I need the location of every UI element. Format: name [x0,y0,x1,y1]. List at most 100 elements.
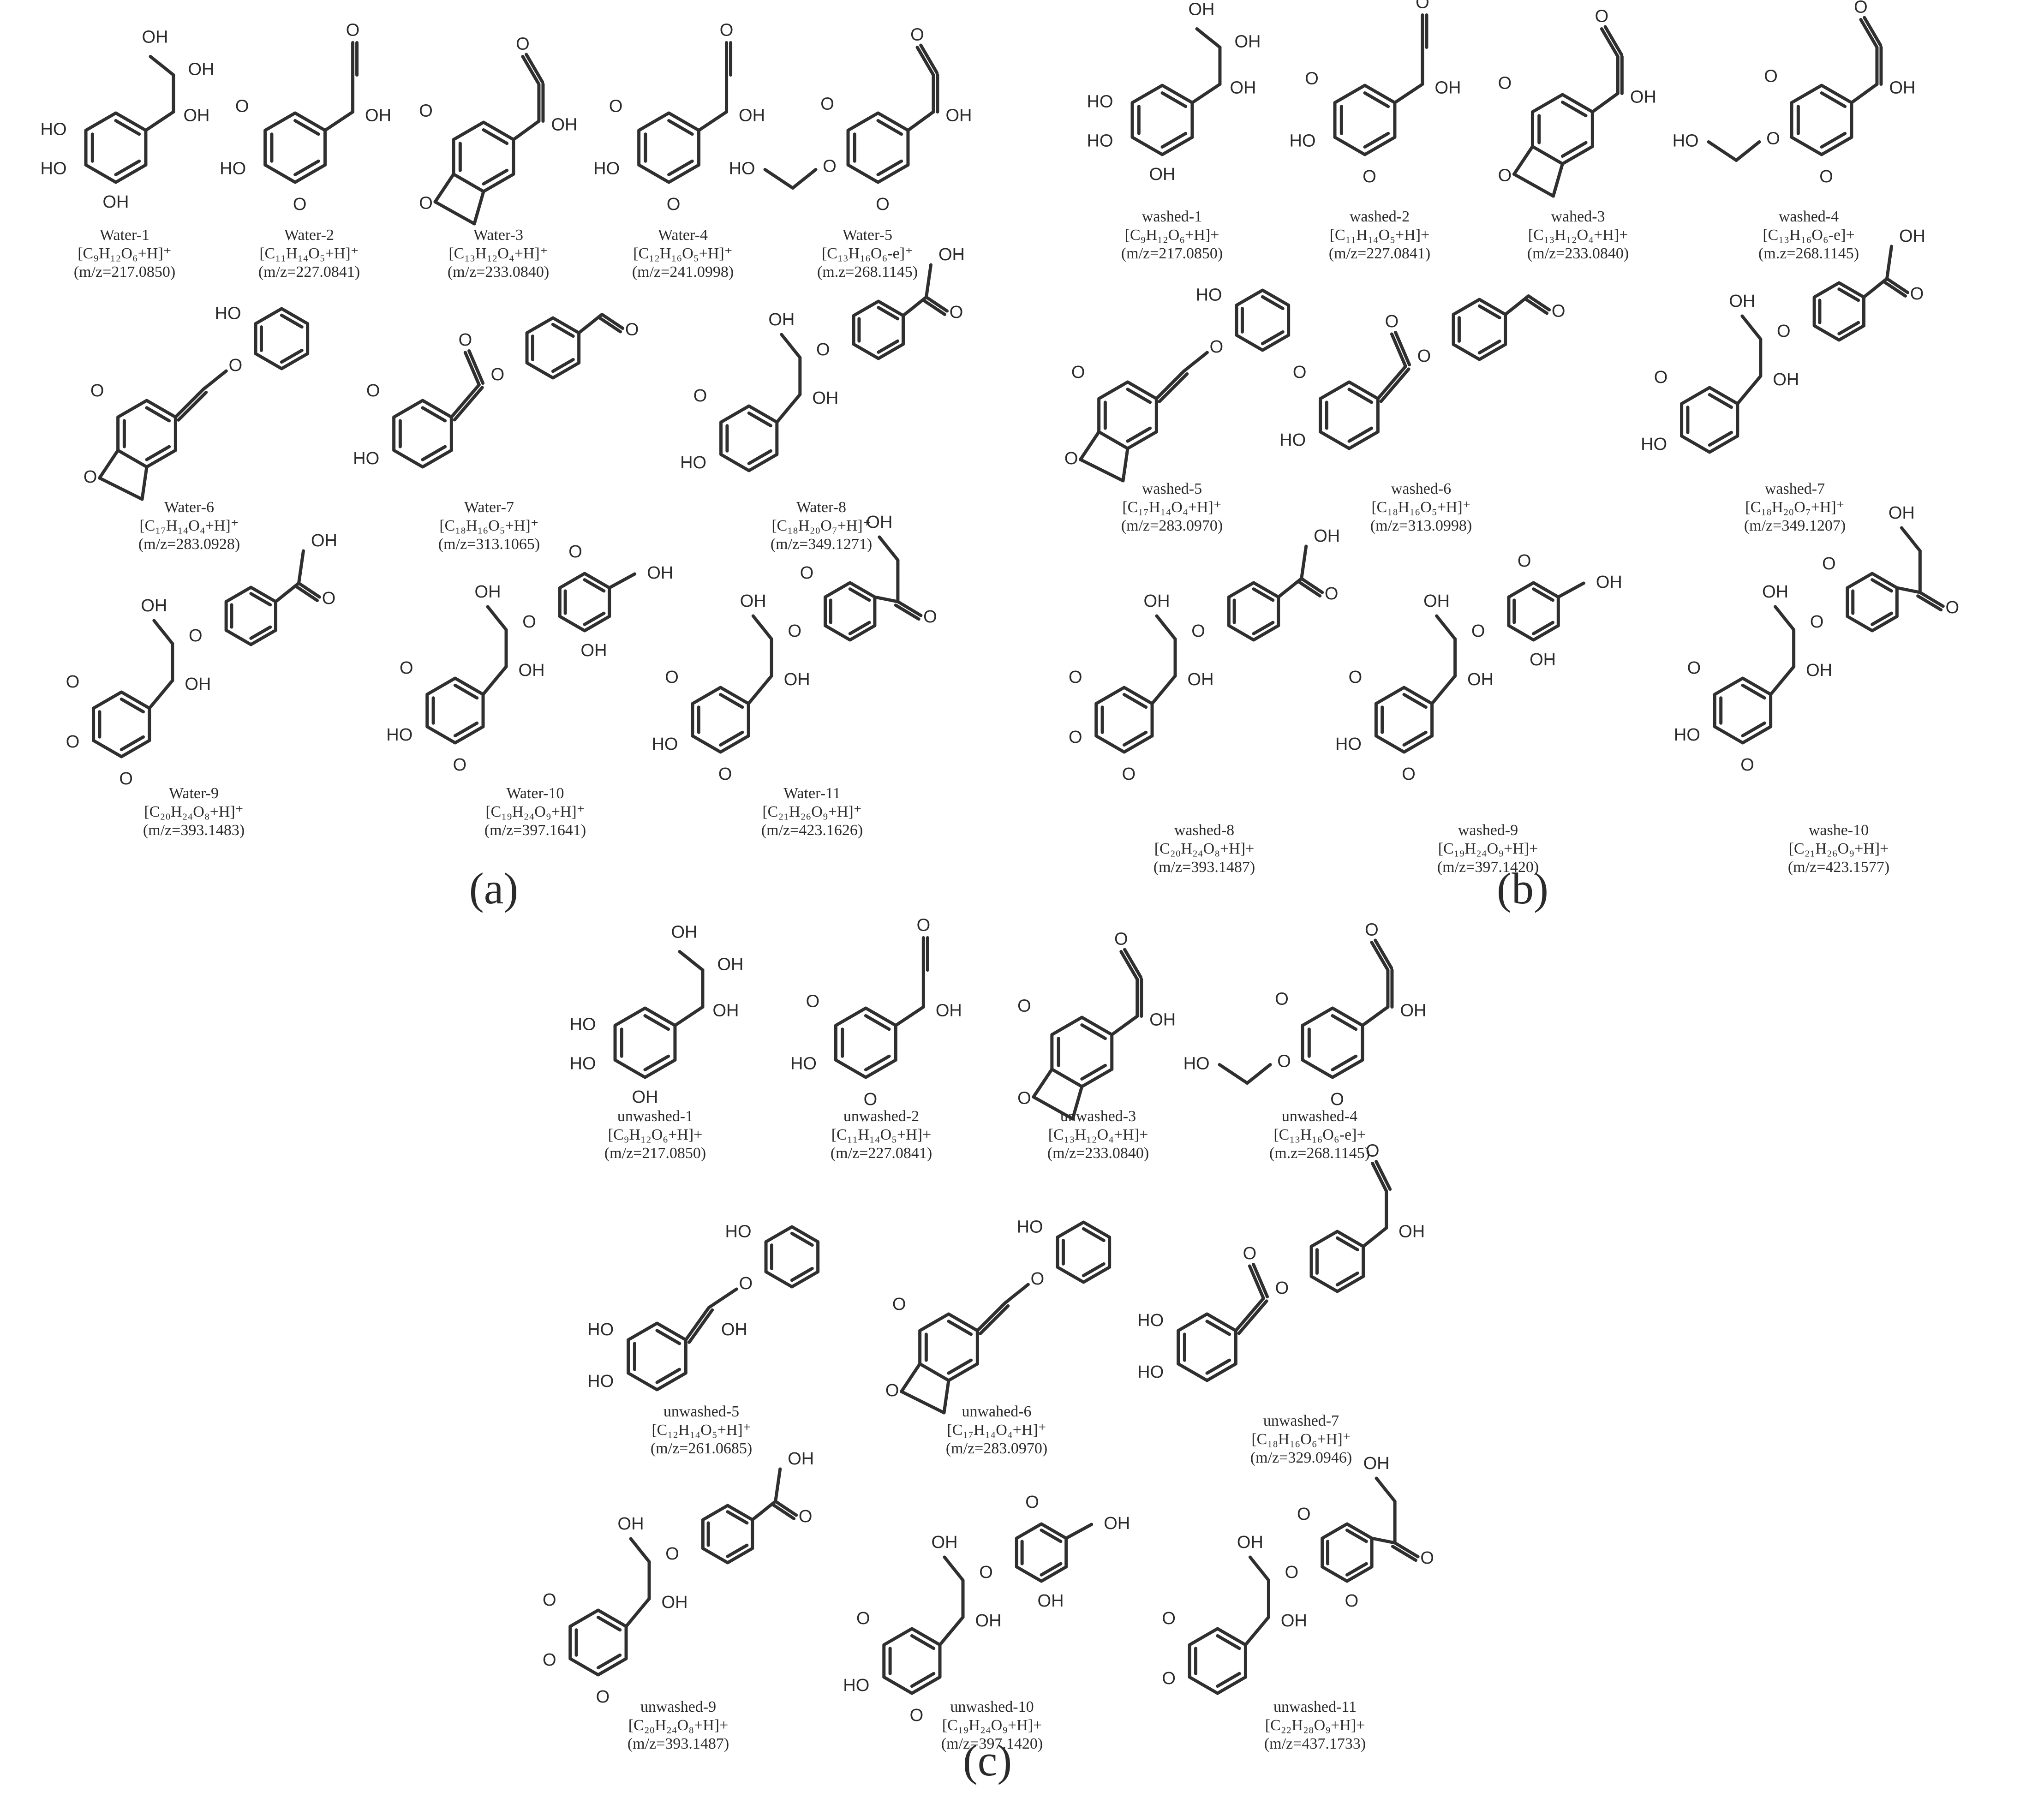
atom-label: O [1243,1244,1257,1263]
atom-label: HO [220,159,246,179]
atom-label: O [950,303,963,322]
bond [896,600,923,617]
compound-name: unwahed-6 [962,1403,1032,1420]
atom-label: OH [1144,591,1170,611]
compound-name: Water-1 [100,227,149,244]
double-bond [249,625,272,640]
compound-formula: [C₂₀H₂₄O₈+H]⁺ [144,803,244,821]
double-bond [655,1329,681,1345]
compound-formula: [C₁₁H₁₄O₅+H]+ [1329,227,1430,244]
atom-label: OH [1149,165,1176,184]
bond [1512,145,1534,176]
bond [1243,1615,1270,1647]
double-bond [596,1653,622,1670]
atom-label: OH [1188,0,1214,19]
atom-label: O [1191,621,1205,641]
atom-label: O [1297,1505,1311,1524]
double-bond [864,1014,891,1031]
atom-label: HO [1335,735,1362,754]
atom-label: O [322,589,336,608]
atom-label: O [235,97,249,116]
compound-formula: [C₁₉H₂₄O₉+H]+ [1438,840,1538,858]
benzene-ring [834,1006,897,1079]
compound-name: Water-11 [783,785,841,802]
double-bond [726,1510,749,1525]
double-bond [1331,1054,1358,1071]
bond [894,603,920,621]
atom-label: OH [475,582,501,602]
double-bond [1741,721,1766,738]
double-bond [1160,91,1188,108]
benzene-ring [1321,1522,1374,1583]
atom-label: O [1325,584,1339,603]
atom-label: O [1498,166,1512,185]
atom-label: O [665,1544,679,1564]
compound-name: unwashed-2 [843,1108,920,1125]
bond [1551,162,1564,198]
bond [1121,447,1130,483]
atom-label: OH [1104,1514,1130,1533]
atom-label: OH [1038,1591,1064,1611]
atom-label: OH [1889,503,1915,523]
double-bond [293,159,320,176]
bond [1154,369,1186,400]
bond [598,316,622,334]
atom-label: O [1162,1669,1176,1688]
double-bond [655,1368,681,1384]
double-bond [1532,621,1555,635]
compound-name: unwashed-11 [1273,1698,1357,1715]
double-bond [1560,101,1588,118]
bond [1885,245,1894,281]
bond [1150,674,1177,705]
atom-label: OH [717,955,743,974]
bond [1863,16,1883,47]
compound-caption: Water-11[C₂₁H₂₆O₉+H]⁺(m/z=423.1626) [669,784,955,840]
atom-label: OH [1467,670,1494,689]
bond [774,1467,782,1503]
atom-label: HO [1196,286,1222,305]
compound-mz: (m/z=397.1641) [484,822,586,839]
atom-label: OH [1188,670,1214,689]
atom-label: OH [812,388,838,408]
bond [1774,605,1796,632]
compound-name: Water-9 [169,785,219,802]
atom-label: HO [843,1676,869,1695]
double-bond [1335,1271,1359,1287]
bond [1237,1299,1268,1335]
bond [922,299,947,316]
compound-caption: unwashed-4[C₁₃H₁₆O₆-e]+(m.z=268.1145) [1190,1107,1449,1163]
atom-label: HO [587,1320,614,1339]
compound-mz: (m.z=268.1145) [817,263,918,281]
atom-label: O [1064,449,1078,468]
double-bond [877,306,900,321]
bond [467,349,485,385]
compound-name: washed-9 [1458,822,1518,839]
bond [707,1287,738,1309]
compound-formula: [C₁₁H₁₄O₅+H]⁺ [259,245,359,263]
bond [1769,665,1796,696]
atom-label: OH [1889,78,1915,98]
double-bond [1216,1634,1241,1650]
atom-label: O [1766,129,1780,149]
atom-label: OH [1400,1001,1426,1021]
benzene-ring [627,1321,687,1392]
double-bond [1335,1236,1359,1252]
bond [323,110,355,132]
atom-label: HO [790,1054,817,1074]
compound-mz: (m/z=227.0841) [258,263,360,281]
atom-label: O [1275,990,1289,1009]
double-bond [726,1543,749,1558]
double-bond [1402,730,1428,747]
bond [1435,614,1457,641]
bond [673,1005,705,1027]
atom-label: O [917,916,931,935]
compound-caption: washed-7[C₁₈H₂₀O₇+H]⁺(m/z=349.1207) [1643,480,1947,535]
